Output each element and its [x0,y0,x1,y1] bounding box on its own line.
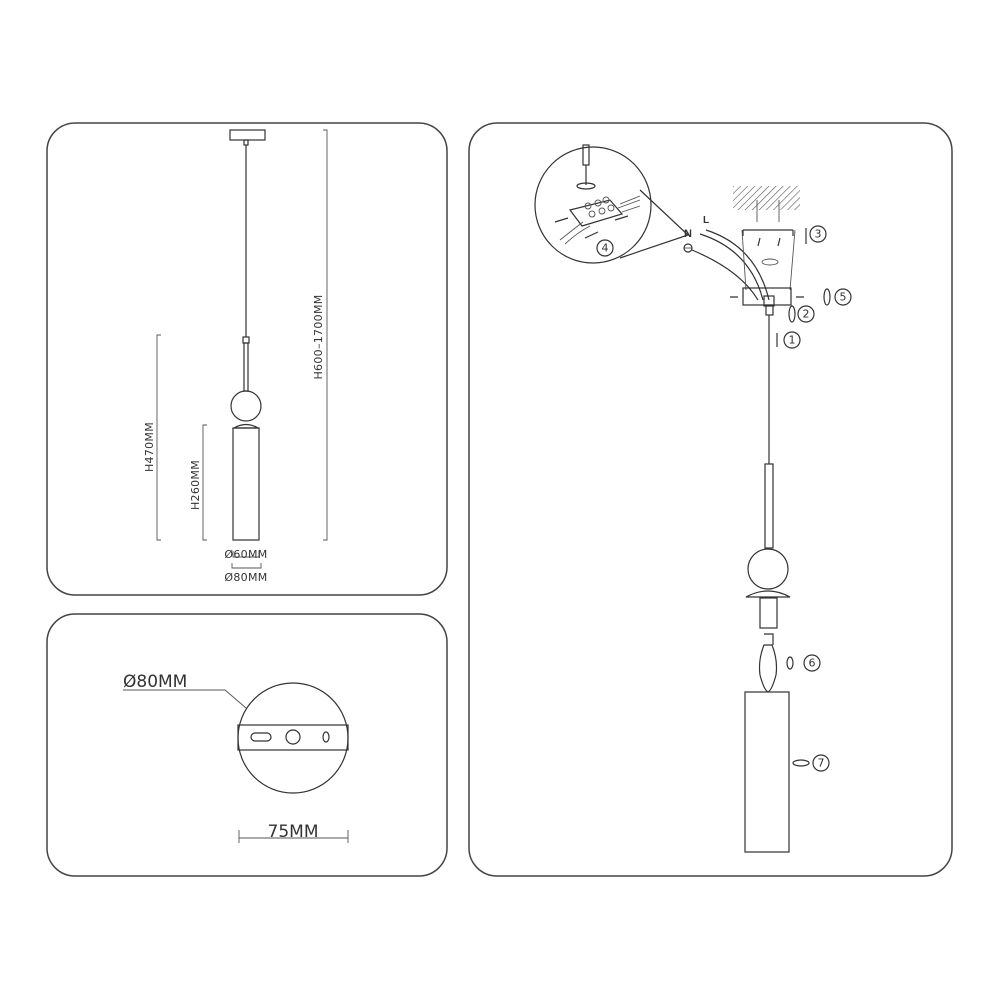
shade-diameter-label: Ø60MM [224,548,267,561]
step-7-badge [812,754,830,772]
live-wire-label: L [703,215,709,226]
dimensions-panel: H600–1700MM H470MM H260MM Ø60MM Ø80MM [46,122,448,596]
step-4-badge [596,239,614,257]
shade-height-label: H260MM [189,460,202,510]
step-5-label: 5 [840,291,847,304]
installation-panel: 4 N L 3 5 2 1 [468,122,953,877]
outer-diameter-label: Ø80MM [224,571,267,584]
rod [764,463,774,549]
step-2-label: 2 [803,308,810,321]
glass-ball [230,390,262,422]
step-2-badge [797,305,815,323]
cylinder-shade [232,427,260,541]
total-height-label: H600–1700MM [312,294,325,379]
glass-ball [747,548,789,590]
pendant-lamp-drawing [229,129,266,541]
step-3-badge [809,225,827,243]
slot-hole [250,732,272,742]
cylinder-shade [744,691,790,853]
neutral-wire-label: N [684,228,692,240]
step-6-badge [803,654,821,672]
power-wires [699,229,770,301]
ceiling-hatch [733,186,800,210]
center-hole [285,729,301,745]
bracket-width-label: 75MM [268,822,319,842]
step-1-badge [783,331,801,349]
canopy-outline [741,229,796,291]
screw-hole [322,731,330,743]
body-height-label: H470MM [143,422,156,472]
step-4-label: 4 [602,242,609,255]
step-3-label: 3 [815,228,822,241]
earth-icon [683,243,693,253]
earth-wire [691,249,759,301]
dimension-lines [156,129,328,569]
terminal-block-detail: 4 [534,144,690,264]
step-7-label: 7 [818,757,825,770]
canopy-panel: Ø80MM 75MM [46,613,448,877]
step-1-label: 1 [789,334,796,347]
step-5-badge [834,288,852,306]
canopy-diameter-label: Ø80MM [123,672,187,692]
mounting-bracket [237,724,349,751]
lamp-socket [759,597,778,629]
step-6-label: 6 [809,657,816,670]
